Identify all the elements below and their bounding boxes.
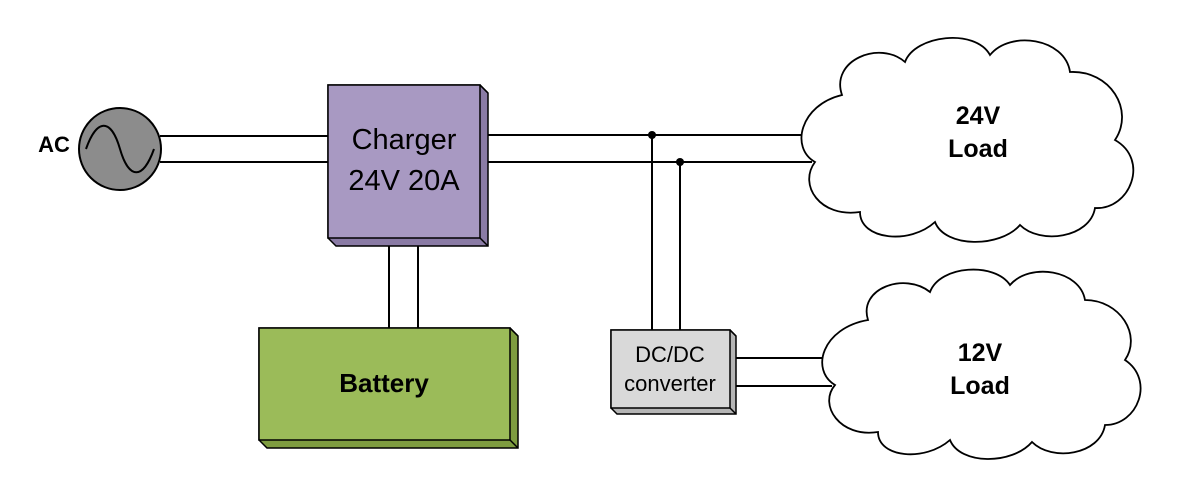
charger-box: [327, 84, 489, 247]
load-24v-voltage: 24V: [956, 102, 1001, 130]
converter-tap-wires: [651, 135, 681, 330]
ac-wires: [160, 135, 328, 163]
dc-bus-wires: [488, 134, 812, 163]
converter-label-line1: DC/DC: [635, 342, 705, 367]
load-24v-label: Load: [948, 135, 1008, 163]
junction-dot: [648, 131, 656, 139]
load-12v-cloud: [821, 268, 1142, 460]
load-12v-voltage: 12V: [958, 339, 1003, 367]
charger-label: Charger: [352, 124, 457, 156]
ac-label: AC: [38, 132, 70, 157]
battery-label: Battery: [339, 368, 429, 398]
load-12v-label: Load: [950, 372, 1010, 400]
ac-source: [78, 107, 162, 191]
load12-wires: [735, 357, 832, 387]
charger-rating: 24V 20A: [348, 165, 460, 197]
junction-dot: [676, 158, 684, 166]
sine-wave-icon: [85, 125, 155, 173]
battery-box: [258, 327, 519, 449]
dcdc-converter-box: [610, 329, 737, 415]
battery-wires: [388, 246, 419, 328]
converter-label-line2: converter: [624, 371, 716, 396]
load-24v-cloud: [800, 37, 1135, 243]
